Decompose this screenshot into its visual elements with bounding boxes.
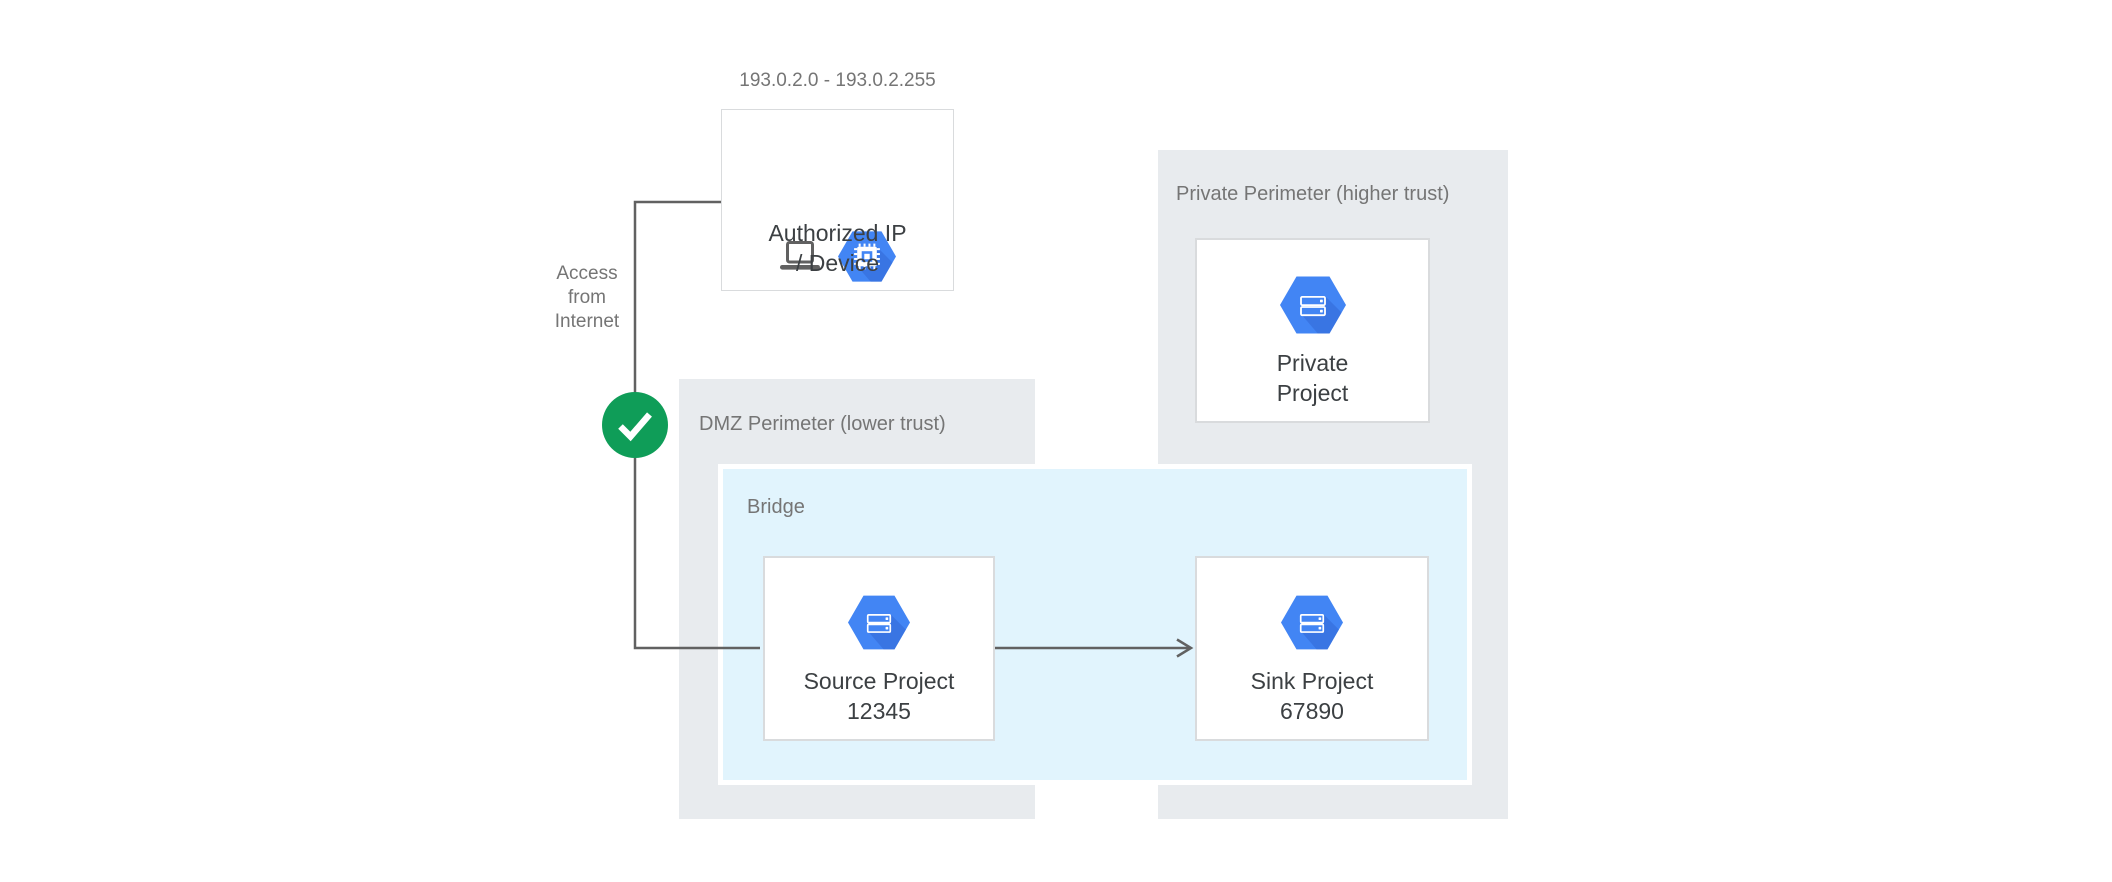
source-project-icon-row [765, 595, 993, 650]
access-from-internet-label: Access from Internet [532, 262, 642, 334]
project-hexagon-icon [1280, 276, 1346, 334]
private-project-name-line1: Private [1276, 350, 1349, 376]
authorized-device-label-line1: Authorized IP [768, 220, 907, 246]
access-label-line2: from [568, 287, 606, 308]
bridge-label: Bridge [747, 496, 805, 518]
authorized-device-label-line2: / Device [795, 250, 880, 276]
sink-project-icon-row [1197, 595, 1427, 650]
sink-project-id: 67890 [1280, 698, 1344, 724]
authorized-device-label: Authorized IP / Device [722, 218, 953, 278]
private-project-label: Private Project [1197, 348, 1428, 408]
private-project-name-line2: Project [1276, 380, 1349, 406]
private-project-icon-row [1197, 276, 1428, 334]
source-project-card: Source Project 12345 [763, 556, 995, 741]
access-label-line3: Internet [554, 311, 620, 332]
access-label-line1: Access [556, 263, 618, 284]
sink-project-label: Sink Project 67890 [1197, 666, 1427, 726]
project-hexagon-icon [1281, 595, 1343, 650]
sink-project-name: Sink Project [1250, 668, 1374, 694]
ip-range-label: 193.0.2.0 - 193.0.2.255 [739, 70, 936, 91]
private-project-card: Private Project [1195, 238, 1430, 423]
source-project-id: 12345 [847, 698, 911, 724]
private-perimeter-label: Private Perimeter (higher trust) [1176, 183, 1450, 205]
source-project-label: Source Project 12345 [765, 666, 993, 726]
check-circle-icon [602, 392, 668, 458]
dmz-perimeter-label: DMZ Perimeter (lower trust) [699, 413, 946, 435]
source-project-name: Source Project [803, 668, 955, 694]
authorized-device-card: Authorized IP / Device [721, 109, 954, 291]
project-hexagon-icon [848, 595, 910, 650]
sink-project-card: Sink Project 67890 [1195, 556, 1429, 741]
